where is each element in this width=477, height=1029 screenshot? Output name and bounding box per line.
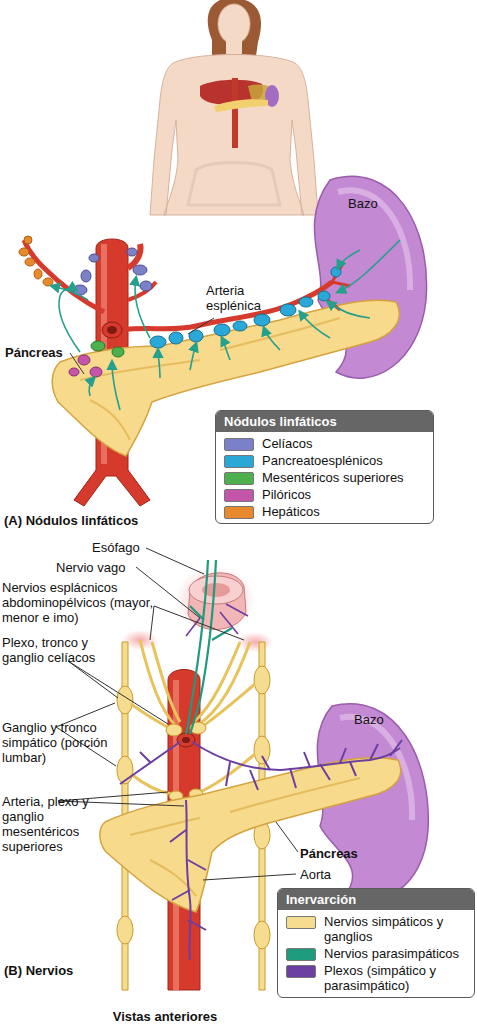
part-label: Ganglio y tronco simpático (porción lumb… [2,720,114,765]
legend-heading: Inervarción [278,889,474,910]
legend-swatch [286,916,316,929]
legend-swatch [286,948,316,961]
legend-text: Hepáticos [262,504,320,519]
legend-row: Hepáticos [216,503,433,523]
legend-row: Celíacos [216,432,433,452]
body-figure [150,0,318,215]
figure-caption: Vistas anteriores [0,1009,330,1024]
legend-swatch [224,472,254,485]
legend-panel: Nódulos linfáticosCelíacosPancreatoesplé… [215,410,434,524]
part-label: Arteria, plexo y ganglio mesentéricos su… [2,794,102,854]
legend-row: Mesentéricos superiores [216,469,433,486]
part-label: Páncreas [5,345,85,360]
part-label: Nervios esplácnicos abdominopélvicos (ma… [2,580,162,625]
legend-row: Pancreatoesplénicos [216,452,433,469]
legend-swatch [286,965,316,978]
legend-text: Mesentéricos superiores [262,470,404,485]
legend-row: Nervios parasimpáticos [278,945,474,962]
legend-swatch [224,455,254,468]
legend-row: Nervios simpáticos y ganglios [278,910,474,945]
part-label: (A) Nódulos linfáticos [4,513,194,528]
legend-panel: InervarciónNervios simpáticos y ganglios… [277,888,475,998]
part-label: Arteria esplénica [206,283,278,313]
part-label: Bazo [348,196,408,211]
part-label: Esófago [92,540,152,555]
part-label: (B) Nervios [4,963,114,978]
legend-text: Nervios simpáticos y ganglios [324,914,466,944]
legend-row: Pilóricos [216,486,433,503]
legend-swatch [224,438,254,451]
legend-text: Pancreatoesplénicos [262,453,383,468]
part-label: Nervio vago [56,560,146,575]
legend-text: Pilóricos [262,487,311,502]
legend-text: Celíacos [262,436,313,451]
legend-heading: Nódulos linfáticos [216,411,433,432]
legend-text: Plexos (simpático y parasimpático) [324,963,466,993]
legend-swatch [224,506,254,519]
part-label: Bazo [354,712,414,727]
part-label: Plexo, tronco y ganglio celíacos [2,635,102,665]
legend-row: Plexos (simpático y parasimpático) [278,962,474,997]
legend-swatch [224,489,254,502]
part-label: Aorta [300,867,360,882]
part-label: Páncreas [300,846,380,861]
legend-text: Nervios parasimpáticos [324,946,459,961]
